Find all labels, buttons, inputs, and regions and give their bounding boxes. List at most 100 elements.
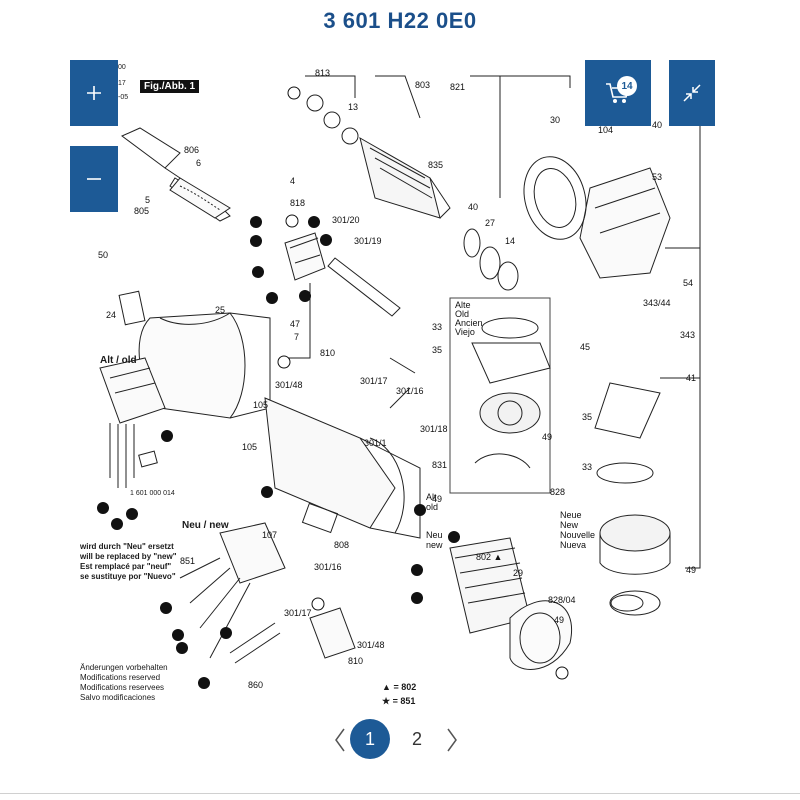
figure-label: Fig./Abb. 1 [140, 80, 200, 93]
svg-text:Neue: Neue [560, 510, 582, 520]
reference-letters [97, 86, 569, 689]
svg-text:835: 835 [428, 160, 443, 170]
svg-text:27: 27 [485, 218, 495, 228]
svg-text:810: 810 [348, 656, 363, 666]
svg-text:41: 41 [686, 373, 696, 383]
svg-text:301/20: 301/20 [332, 215, 360, 225]
zoom-in-button[interactable] [70, 60, 118, 126]
svg-text:24: 24 [106, 310, 116, 320]
svg-text:828/04: 828/04 [548, 595, 576, 605]
svg-text:806: 806 [184, 145, 199, 155]
svg-text:Nueva: Nueva [560, 540, 586, 550]
svg-text:301/16: 301/16 [396, 386, 424, 396]
collapse-arrows-icon [683, 84, 701, 102]
chevron-left-icon[interactable] [330, 725, 350, 755]
svg-text:301/17: 301/17 [360, 376, 388, 386]
svg-text:7: 7 [294, 332, 299, 342]
svg-text:29: 29 [513, 568, 523, 578]
legend-label: = 802 [393, 682, 417, 692]
modifications-line: Salvo modificaciones [80, 693, 156, 702]
page-1-button[interactable]: 1 [350, 719, 390, 759]
svg-text:851: 851 [180, 556, 195, 566]
replaced-note-line: Est remplacé par "neuf" [80, 562, 172, 571]
svg-text:35: 35 [582, 412, 592, 422]
date-line-2: 17 [118, 80, 126, 87]
neu-new-label: Neu / new [182, 520, 229, 531]
legend-item: ★ = 851 [382, 694, 416, 708]
svg-text:107: 107 [262, 530, 277, 540]
svg-text:818: 818 [290, 198, 305, 208]
replaced-note-line: will be replaced by "new" [80, 552, 177, 561]
svg-text:49: 49 [542, 432, 552, 442]
svg-text:808: 808 [334, 540, 349, 550]
svg-text:45: 45 [580, 342, 590, 352]
svg-text:13: 13 [348, 102, 358, 112]
svg-text:343/44: 343/44 [643, 298, 671, 308]
legend: ▲ = 802 ★ = 851 [382, 680, 416, 708]
bottom-divider [0, 793, 800, 794]
minus-icon [87, 178, 101, 180]
svg-text:Viejo: Viejo [455, 327, 475, 337]
date-line-3: -05 [118, 94, 129, 101]
svg-text:301/16: 301/16 [314, 562, 342, 572]
svg-text:803: 803 [415, 80, 430, 90]
svg-text:49: 49 [686, 565, 696, 575]
plus-icon [87, 86, 101, 100]
alt-old-label: Alt / old [100, 355, 137, 366]
modifications-line: Modifications reserved [80, 673, 161, 682]
exploded-parts-diagram: 813 803 821 13 835 30 104 40 806 6 4 818… [97, 68, 701, 690]
svg-text:Ancien: Ancien [455, 318, 483, 328]
svg-text:14: 14 [505, 236, 515, 246]
modifications-line: Modifications reservees [80, 683, 165, 692]
pagination: 1 2 [0, 715, 800, 765]
svg-text:105: 105 [242, 442, 257, 452]
modifications-note: Änderungen vorbehalten Modifications res… [80, 663, 168, 703]
cart-count-badge: 14 [617, 76, 637, 96]
date-line-1: 00 [118, 64, 126, 71]
collapse-button[interactable] [669, 60, 715, 126]
svg-text:104: 104 [598, 125, 613, 135]
svg-text:5: 5 [145, 195, 150, 205]
svg-text:33: 33 [582, 462, 592, 472]
svg-text:Alt: Alt [426, 492, 437, 502]
zoom-out-button[interactable] [70, 146, 118, 212]
svg-text:828: 828 [550, 487, 565, 497]
svg-text:821: 821 [450, 82, 465, 92]
svg-text:4: 4 [290, 176, 295, 186]
cart-button[interactable]: 14 [585, 60, 651, 126]
svg-text:40: 40 [468, 202, 478, 212]
page-2-button[interactable]: 2 [411, 728, 422, 749]
svg-text:6: 6 [196, 158, 201, 168]
svg-text:802 ▲: 802 ▲ [476, 552, 502, 562]
svg-text:49: 49 [432, 494, 442, 504]
page-title: 3 601 H22 0E0 [323, 8, 477, 33]
svg-text:30: 30 [550, 115, 560, 125]
legend-label: = 851 [392, 696, 416, 706]
svg-text:33: 33 [432, 322, 442, 332]
svg-text:49: 49 [554, 615, 564, 625]
svg-text:50: 50 [98, 250, 108, 260]
svg-text:old: old [426, 502, 438, 512]
svg-text:805: 805 [134, 206, 149, 216]
svg-text:new: new [426, 540, 443, 550]
svg-text:53: 53 [652, 172, 662, 182]
svg-text:301/1: 301/1 [364, 438, 387, 448]
replaced-note: wird durch "Neu" ersetzt will be replace… [80, 542, 177, 582]
part-code-label: 1 601 000 014 [130, 490, 175, 497]
svg-text:301/48: 301/48 [357, 640, 385, 650]
replaced-note-line: wird durch "Neu" ersetzt [80, 542, 174, 551]
svg-text:301/48: 301/48 [275, 380, 303, 390]
chevron-right-icon[interactable] [442, 725, 462, 755]
triangle-icon: ▲ [382, 682, 391, 692]
star-icon: ★ [382, 696, 391, 706]
svg-text:New: New [560, 520, 579, 530]
replaced-note-line: se sustituye por "Nuevo" [80, 572, 176, 581]
svg-text:831: 831 [432, 460, 447, 470]
svg-text:54: 54 [683, 278, 693, 288]
svg-text:Neu: Neu [426, 530, 443, 540]
svg-text:Old: Old [455, 309, 469, 319]
part-number-labels: 813 803 821 13 835 30 104 40 806 6 4 818… [98, 68, 696, 690]
legend-item: ▲ = 802 [382, 680, 416, 694]
svg-text:Nouvelle: Nouvelle [560, 530, 595, 540]
svg-text:810: 810 [320, 348, 335, 358]
